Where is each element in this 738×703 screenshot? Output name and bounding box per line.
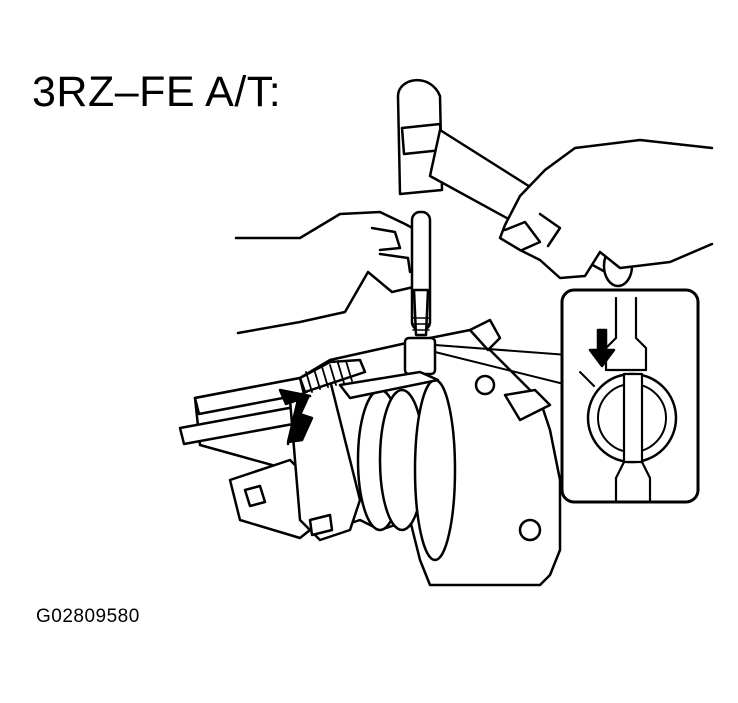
punch-icon: [410, 210, 432, 337]
arrow-up-icon: [278, 388, 314, 446]
right-hand-icon: [498, 138, 714, 280]
transmission-assembly-icon: [178, 318, 562, 587]
detail-inset-icon: [560, 288, 700, 504]
diagram-title: 3RZ–FE A/T:: [32, 68, 282, 116]
figure-code: G02809580: [36, 606, 140, 627]
arrow-down-icon: [588, 328, 616, 368]
left-hand-icon: [234, 210, 430, 335]
